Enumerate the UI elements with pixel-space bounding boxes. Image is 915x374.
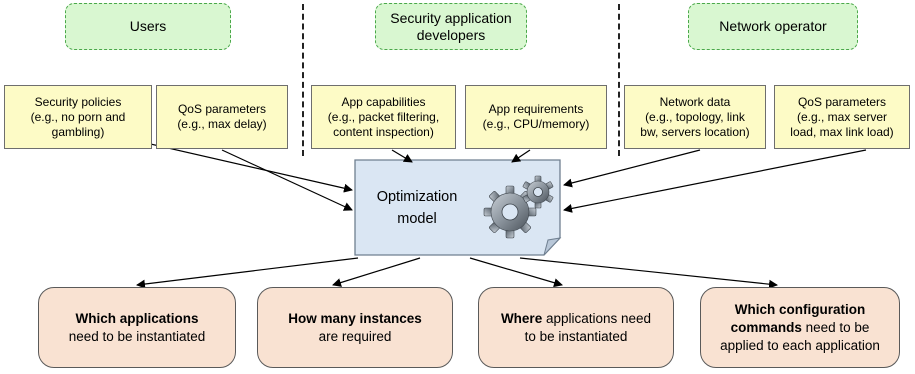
output-bold: Where bbox=[500, 310, 543, 326]
stakeholder-developers-label: Security application developers bbox=[390, 9, 512, 43]
arrow-to-configuration bbox=[519, 257, 778, 289]
arrow-qos-operator bbox=[563, 149, 867, 213]
output-how-many-instances: How many instances are required bbox=[257, 287, 453, 368]
arrow-app-capabilities bbox=[391, 149, 413, 163]
folded-corner bbox=[543, 237, 562, 256]
output-configuration-commands: Which configuration commands need to be … bbox=[700, 287, 900, 368]
arrow-app-requirements bbox=[511, 149, 531, 163]
output-text: applications need to be instantiated bbox=[524, 310, 652, 344]
output-which-applications: Which applications need to be instantiate… bbox=[38, 287, 236, 368]
input-line: QoS parameters bbox=[177, 102, 267, 116]
input-line: QoS parameters bbox=[797, 94, 887, 109]
output-bold: Which applications bbox=[75, 310, 199, 326]
input-line: (e.g., max server bbox=[796, 109, 887, 124]
input-line: (e.g., CPU/memory) bbox=[482, 117, 590, 131]
output-text: are required bbox=[318, 328, 392, 344]
arrow-to-which-applications bbox=[136, 257, 359, 289]
input-qos-users: QoS parameters (e.g., max delay) bbox=[156, 85, 288, 149]
arrow-qos-users bbox=[221, 149, 353, 211]
input-line: content inspection) bbox=[333, 124, 434, 139]
output-text: need to be instantiated bbox=[68, 328, 206, 344]
output-where: Where applications need to be instantiat… bbox=[478, 287, 674, 368]
output-bold: How many instances bbox=[288, 310, 422, 326]
input-line: (e.g., packet filtering, bbox=[327, 109, 440, 124]
input-line: bw, servers location) bbox=[640, 124, 750, 139]
input-line: Security policies bbox=[34, 94, 122, 109]
optimization-model-label: Optimization model bbox=[362, 186, 472, 230]
stakeholder-users: Users bbox=[65, 3, 231, 50]
divider-left bbox=[302, 4, 304, 156]
input-security-policies: Security policies (e.g., no porn and gam… bbox=[4, 85, 152, 149]
stakeholder-developers: Security application developers bbox=[375, 3, 527, 50]
input-line: gambling) bbox=[51, 124, 105, 139]
output-text: need to be applied to each application bbox=[720, 319, 880, 353]
input-qos-operator: QoS parameters (e.g., max server load, m… bbox=[774, 85, 910, 149]
model-line: Optimization bbox=[376, 189, 458, 205]
divider-right bbox=[618, 4, 620, 156]
input-line: (e.g., topology, link bbox=[645, 109, 745, 124]
input-line: load, max link load) bbox=[790, 124, 894, 139]
gears-icon bbox=[483, 175, 554, 239]
arrow-network-data bbox=[563, 149, 701, 188]
output-bold: Which configuration commands bbox=[730, 301, 866, 335]
input-line: App requirements bbox=[488, 102, 584, 116]
input-network-data: Network data (e.g., topology, link bw, s… bbox=[624, 85, 766, 149]
stakeholder-operator: Network operator bbox=[688, 3, 858, 50]
input-line: Network data bbox=[659, 94, 731, 109]
arrow-to-where bbox=[469, 257, 563, 288]
input-app-requirements: App requirements (e.g., CPU/memory) bbox=[465, 85, 607, 149]
stakeholder-users-label: Users bbox=[129, 18, 167, 34]
stakeholder-operator-label: Network operator bbox=[719, 18, 827, 34]
input-line: (e.g., max delay) bbox=[177, 117, 267, 131]
input-line: App capabilities bbox=[341, 94, 426, 109]
arrow-to-how-many bbox=[332, 257, 421, 287]
model-line: model bbox=[397, 211, 437, 227]
input-line: (e.g., no porn and bbox=[30, 109, 126, 124]
input-app-capabilities: App capabilities (e.g., packet filtering… bbox=[311, 85, 456, 149]
